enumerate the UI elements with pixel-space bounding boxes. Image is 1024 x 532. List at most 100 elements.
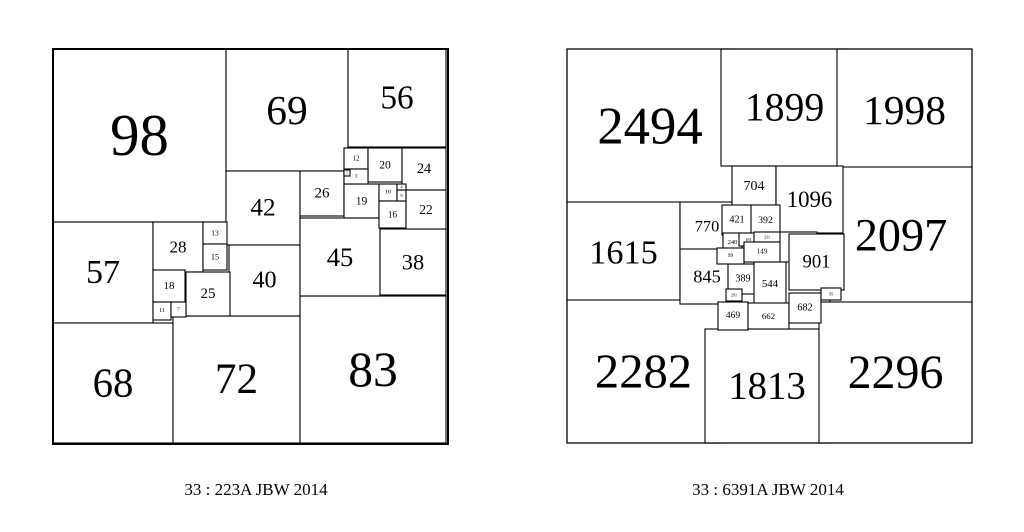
square-40: 40 [228, 244, 301, 317]
square-box [725, 288, 743, 302]
square-size-label: 10 [385, 190, 391, 196]
square-2097: 2097 [829, 166, 973, 304]
square-size-label: 389 [735, 274, 750, 285]
square-size-label: 240 [728, 239, 738, 246]
square-57: 57 [52, 221, 154, 324]
square-size-label: 231 [764, 235, 770, 240]
square-size-label: 2282 [595, 345, 692, 399]
square-size-label: 9 [401, 193, 403, 198]
square-95: 95 [820, 287, 842, 301]
square-size-label: 704 [744, 179, 765, 194]
square-1096: 1096 [775, 165, 844, 234]
square-size-label: 99 [728, 253, 734, 259]
square-68: 68 [52, 322, 174, 444]
square-size-label: 13 [211, 229, 219, 238]
square-size-label: 2296 [848, 346, 944, 399]
square-box [152, 269, 186, 303]
square-box [367, 147, 403, 183]
square-682: 682 [788, 292, 822, 324]
square-size-label: 18 [164, 280, 175, 292]
square-901: 901 [788, 233, 845, 291]
square-size-label: 19 [356, 195, 368, 208]
square-size-label: 392 [758, 215, 773, 226]
square-size-label: 25 [201, 286, 216, 302]
square-box [172, 315, 301, 444]
square-size-label: 421 [729, 215, 744, 226]
square-size-label: 22 [419, 202, 432, 217]
square-box [731, 165, 777, 208]
square-18: 18 [152, 269, 186, 303]
square-size-label: 149 [757, 249, 768, 256]
square-469: 469 [717, 301, 749, 331]
square-size-label: 1813 [728, 365, 806, 408]
square-13: 13 [202, 221, 228, 245]
square-4: 4 [396, 183, 407, 191]
square-size-label: 7 [177, 307, 180, 313]
square-231: 231 [753, 231, 781, 243]
square-size-label: 11 [159, 308, 165, 314]
square-box [299, 170, 345, 217]
square-box [743, 241, 781, 263]
square-size-label: 1899 [745, 86, 825, 130]
square-149: 149 [743, 241, 781, 263]
square-box [343, 183, 380, 219]
square-19: 19 [343, 183, 380, 219]
square-1998: 1998 [836, 48, 973, 172]
square-16: 16 [378, 200, 407, 229]
square-7: 7 [170, 301, 187, 318]
square-box [829, 166, 973, 304]
square-box [788, 292, 822, 324]
square-size-label: 1998 [863, 87, 946, 133]
square-size-label: 469 [726, 311, 741, 321]
square-size-label: 72 [215, 356, 258, 403]
square-1899: 1899 [720, 48, 849, 167]
square-box [52, 48, 227, 223]
square-box [170, 301, 187, 318]
square-25: 25 [185, 271, 231, 317]
outer-square-border [566, 48, 973, 444]
square-size-label: 4 [401, 185, 403, 190]
square-1615: 1615 [566, 201, 681, 304]
square-size-label: 38 [402, 250, 424, 275]
square-size-label: 16 [388, 210, 398, 220]
square-size-label: 901 [802, 252, 830, 273]
square-size-label: 69 [266, 87, 308, 133]
square-box [152, 221, 204, 273]
square-size-label: 24 [417, 161, 431, 177]
square-72: 72 [172, 315, 301, 444]
square-box [299, 217, 381, 297]
square-20: 20 [367, 147, 403, 183]
square-size-label: 291 [731, 293, 737, 298]
square-421: 421 [721, 204, 753, 236]
square-size-label: 42 [250, 195, 275, 222]
square-size-label: 20 [379, 159, 391, 172]
square-size-label: 662 [762, 311, 775, 321]
square-size-label: 845 [693, 267, 721, 287]
square-box [747, 302, 790, 330]
square-size-label: 2097 [855, 210, 947, 261]
square-size-label: 3 [355, 174, 358, 180]
square-69: 69 [225, 48, 349, 172]
square-2282: 2282 [566, 299, 721, 444]
square-size-label: 28 [170, 238, 187, 257]
square-size-label: 95 [829, 292, 833, 297]
square-291: 291 [725, 288, 743, 302]
square-22: 22 [405, 189, 447, 230]
square-size-label: 68 [93, 361, 134, 406]
square-size-label: 98 [110, 103, 169, 168]
square-26: 26 [299, 170, 345, 217]
square-28: 28 [152, 221, 204, 273]
square-box [405, 189, 447, 230]
square-box [717, 301, 749, 331]
square-42: 42 [225, 170, 301, 246]
right-caption: 33 : 6391A JBW 2014 [692, 480, 844, 499]
square-box [566, 201, 681, 304]
square-size-label: 682 [797, 303, 812, 314]
square-9: 9 [396, 189, 407, 202]
square-box [750, 204, 781, 237]
square-size-label: 56 [380, 80, 413, 117]
square-12: 12 [343, 147, 369, 170]
